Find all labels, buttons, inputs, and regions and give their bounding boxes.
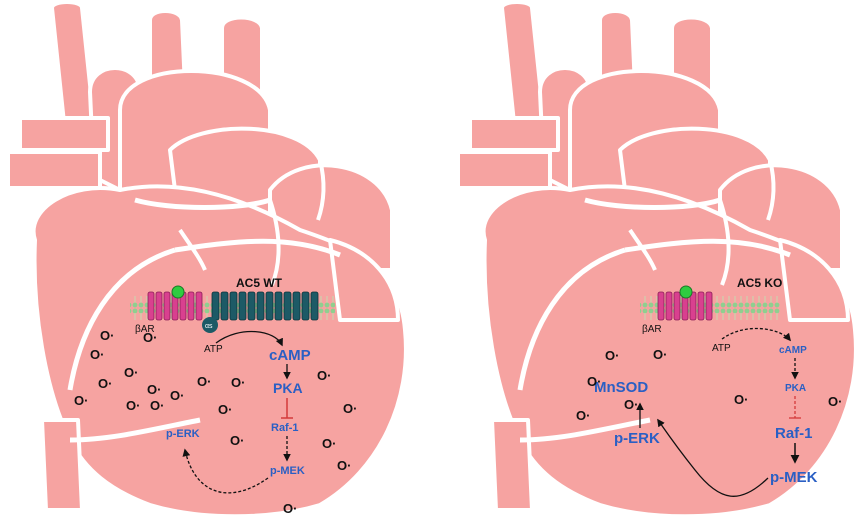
wt-receptor-label: βAR: [135, 324, 155, 335]
ko-title: AC5 KO: [737, 276, 782, 290]
wt-radical: O·: [124, 365, 138, 380]
ko-radicals: O· O· O· O· O· O· O·: [576, 347, 842, 423]
ko-radical: O·: [576, 408, 590, 423]
wt-radical: O·: [322, 436, 336, 451]
wt-radical: O·: [147, 382, 161, 397]
ko-atp-label: ATP: [712, 343, 731, 354]
ko-mnsod-label: MnSOD: [594, 379, 648, 396]
ko-arrow-mek-erk: [657, 418, 769, 497]
wt-perk-label: p-ERK: [166, 428, 200, 440]
wt-radical: O·: [337, 458, 351, 473]
wt-radical: O·: [126, 398, 140, 413]
wt-arrow-mek-erk: [182, 448, 269, 494]
wt-arrow-atp-camp: [215, 330, 283, 347]
ligand-ko: [679, 285, 693, 299]
ligand-wt: [171, 285, 185, 299]
membrane-wt: [130, 285, 335, 333]
wt-radical: O·: [98, 376, 112, 391]
membrane-ko: [640, 285, 780, 321]
wt-radical: O·: [100, 328, 114, 343]
ko-radical: O·: [587, 374, 601, 389]
receptor-wt: [147, 291, 203, 321]
wt-radical: O·: [218, 402, 232, 417]
wt-radical: O·: [283, 501, 297, 516]
ko-arrow-atp-camp: [721, 327, 792, 342]
wt-pmek-label: p-MEK: [270, 465, 305, 477]
receptor-ko: [657, 291, 713, 321]
galpha-wt-icon: [202, 317, 218, 333]
ko-pmek-label: p-MEK: [770, 469, 818, 486]
ko-perk-label: p-ERK: [614, 430, 660, 447]
wt-raf-label: Raf-1: [271, 422, 299, 434]
wt-radical: O·: [317, 368, 331, 383]
wt-radical: O·: [143, 330, 157, 345]
wt-radical: O·: [90, 347, 104, 362]
wt-radical: O·: [197, 374, 211, 389]
ko-radical: O·: [624, 397, 638, 412]
ko-camp-label: cAMP: [779, 345, 807, 356]
wt-radical: O·: [231, 375, 245, 390]
wt-galpha-label: αs: [205, 323, 213, 330]
wt-radical: O·: [170, 388, 184, 403]
heart-wt-body: [6, 0, 408, 519]
wt-radical: O·: [343, 401, 357, 416]
wt-radicals: O· O· O· O· O· O· O· O· O· O· O· O· O· O…: [74, 328, 357, 516]
wt-camp-label: cAMP: [269, 347, 311, 364]
ko-radical: O·: [653, 347, 667, 362]
ac5-wt: [211, 291, 319, 321]
wt-atp-label: ATP: [204, 344, 223, 355]
wt-radical: O·: [150, 398, 164, 413]
ko-radical: O·: [828, 394, 842, 409]
wt-title: AC5 WT: [236, 276, 283, 290]
wt-pka-label: PKA: [273, 380, 303, 396]
ko-raf-label: Raf-1: [775, 425, 813, 442]
wt-radical: O·: [74, 393, 88, 408]
wt-radical: O·: [230, 433, 244, 448]
ko-receptor-label: βAR: [642, 324, 662, 335]
ko-radical: O·: [605, 348, 619, 363]
ko-pka-label: PKA: [785, 383, 806, 394]
heart-wt: AC5 WT βAR αs ATP cAMP PKA Raf-1 p-MEK p…: [6, 0, 408, 519]
ko-radical: O·: [734, 392, 748, 407]
heart-ko: AC5 KO βAR ATP cAMP PKA Raf-1 p-MEK p-ER…: [456, 0, 858, 519]
